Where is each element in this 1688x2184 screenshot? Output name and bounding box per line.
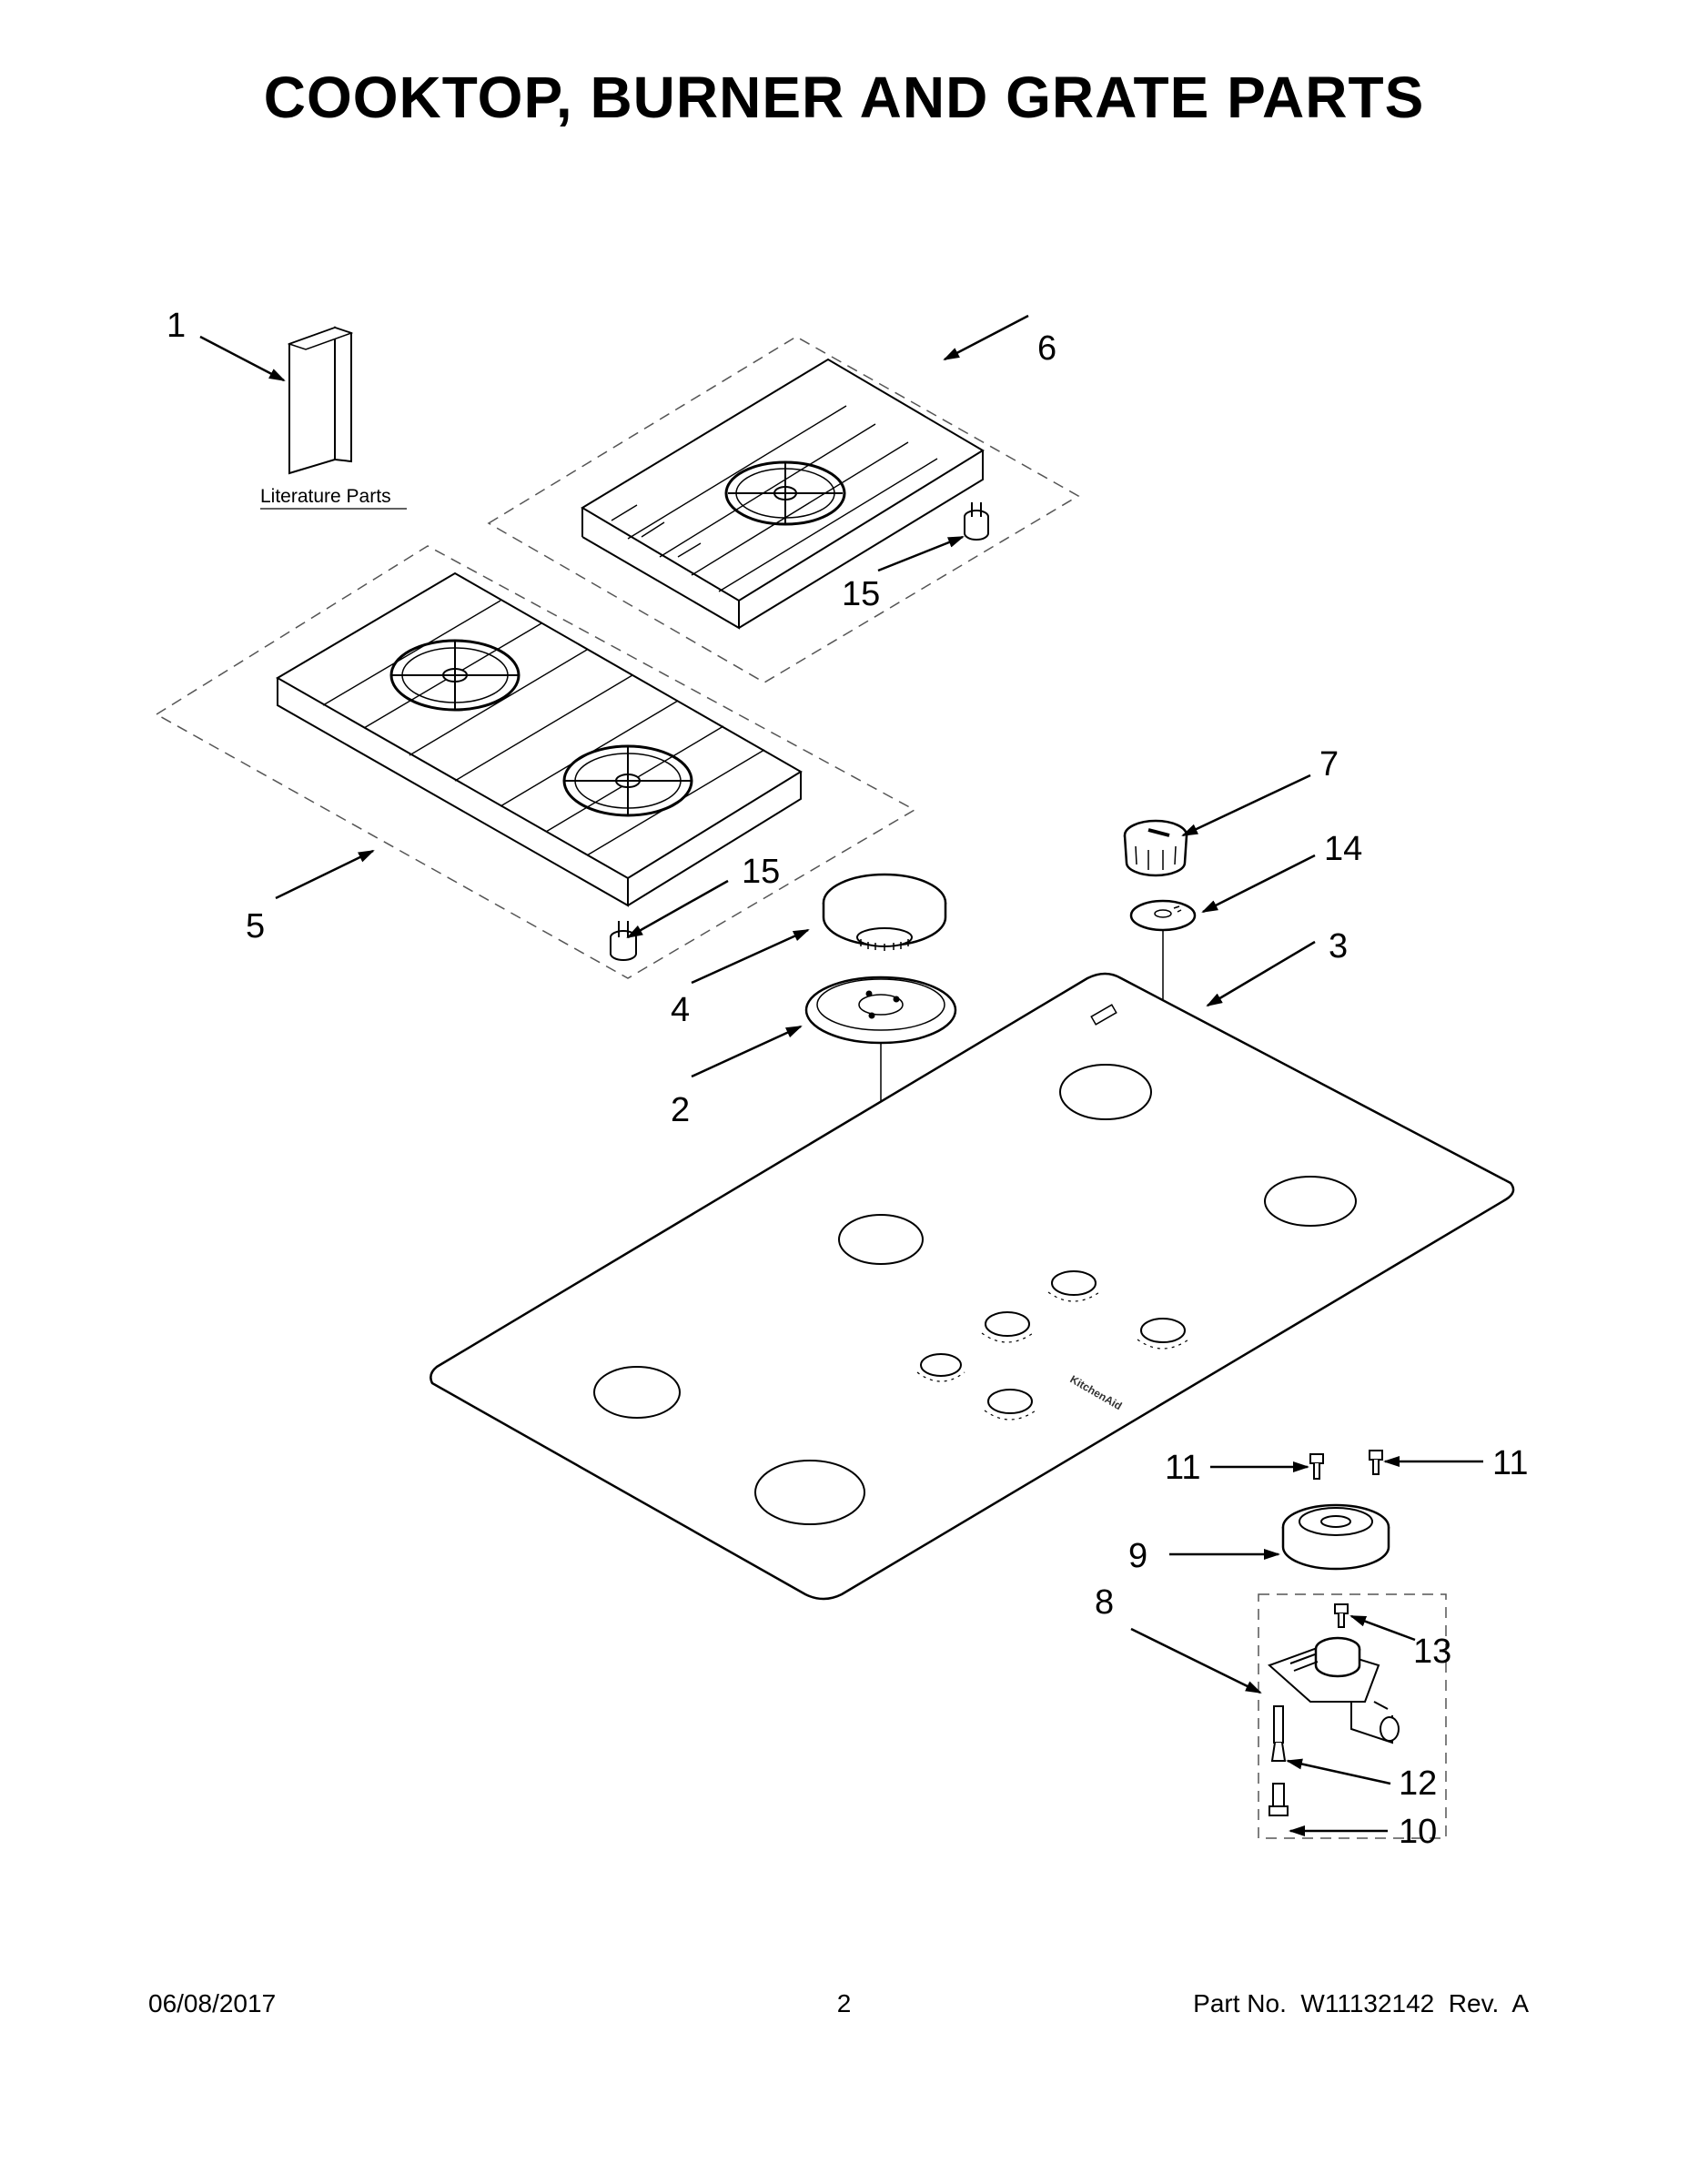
callout-10: 10 — [1399, 1813, 1437, 1851]
grate-double-dashed-outline — [155, 545, 916, 979]
burner-base — [804, 976, 957, 1045]
footer-part-number: Part No. W11132142 Rev. A — [1193, 1989, 1529, 2017]
callout-11-right: 11 — [1492, 1444, 1528, 1482]
callout-9: 9 — [1128, 1537, 1147, 1575]
grate-foot-icon — [964, 502, 989, 541]
burner-assembly-dashed-outline — [1258, 1593, 1447, 1839]
callout-15-lower: 15 — [742, 853, 780, 891]
knob-bezel — [1129, 899, 1197, 932]
page-title: COOKTOP, BURNER AND GRATE PARTS — [263, 65, 1425, 130]
callout-4: 4 — [671, 991, 690, 1029]
screw-icon — [1309, 1453, 1324, 1480]
footer-page-number: 2 — [836, 1989, 852, 2017]
footer-date: 06/08/2017 — [148, 1989, 277, 2017]
burner-valve-assembly — [1268, 1636, 1400, 1744]
grate-single-dashed-outline — [487, 336, 1080, 683]
grate-foot-icon — [610, 921, 637, 961]
control-knob — [1123, 819, 1188, 877]
burner-head — [1281, 1503, 1390, 1571]
callout-1: 1 — [167, 307, 186, 345]
callout-15-upper: 15 — [842, 575, 880, 613]
callout-14: 14 — [1324, 830, 1362, 868]
callout-12: 12 — [1399, 1764, 1437, 1803]
callout-5: 5 — [246, 907, 265, 945]
callout-3: 3 — [1329, 927, 1348, 966]
literature-parts-label: Literature Parts — [260, 486, 391, 507]
screw-icon — [1334, 1603, 1349, 1628]
callout-11-left: 11 — [1165, 1449, 1200, 1487]
callout-2: 2 — [671, 1091, 690, 1129]
callout-7: 7 — [1319, 745, 1339, 784]
literature-parts-booklet — [287, 326, 354, 475]
screw-icon — [1269, 1783, 1289, 1816]
cooktop-glass — [430, 972, 1515, 1601]
grate-double-burner — [155, 545, 916, 979]
grate-single-burner — [487, 336, 1080, 683]
burner-cap — [822, 873, 947, 951]
screw-icon — [1369, 1450, 1383, 1475]
spark-electrode-icon — [1270, 1705, 1287, 1762]
callout-8: 8 — [1095, 1583, 1114, 1622]
callout-6: 6 — [1037, 329, 1056, 368]
callout-arrows — [199, 314, 1483, 1836]
callout-13: 13 — [1413, 1633, 1451, 1671]
